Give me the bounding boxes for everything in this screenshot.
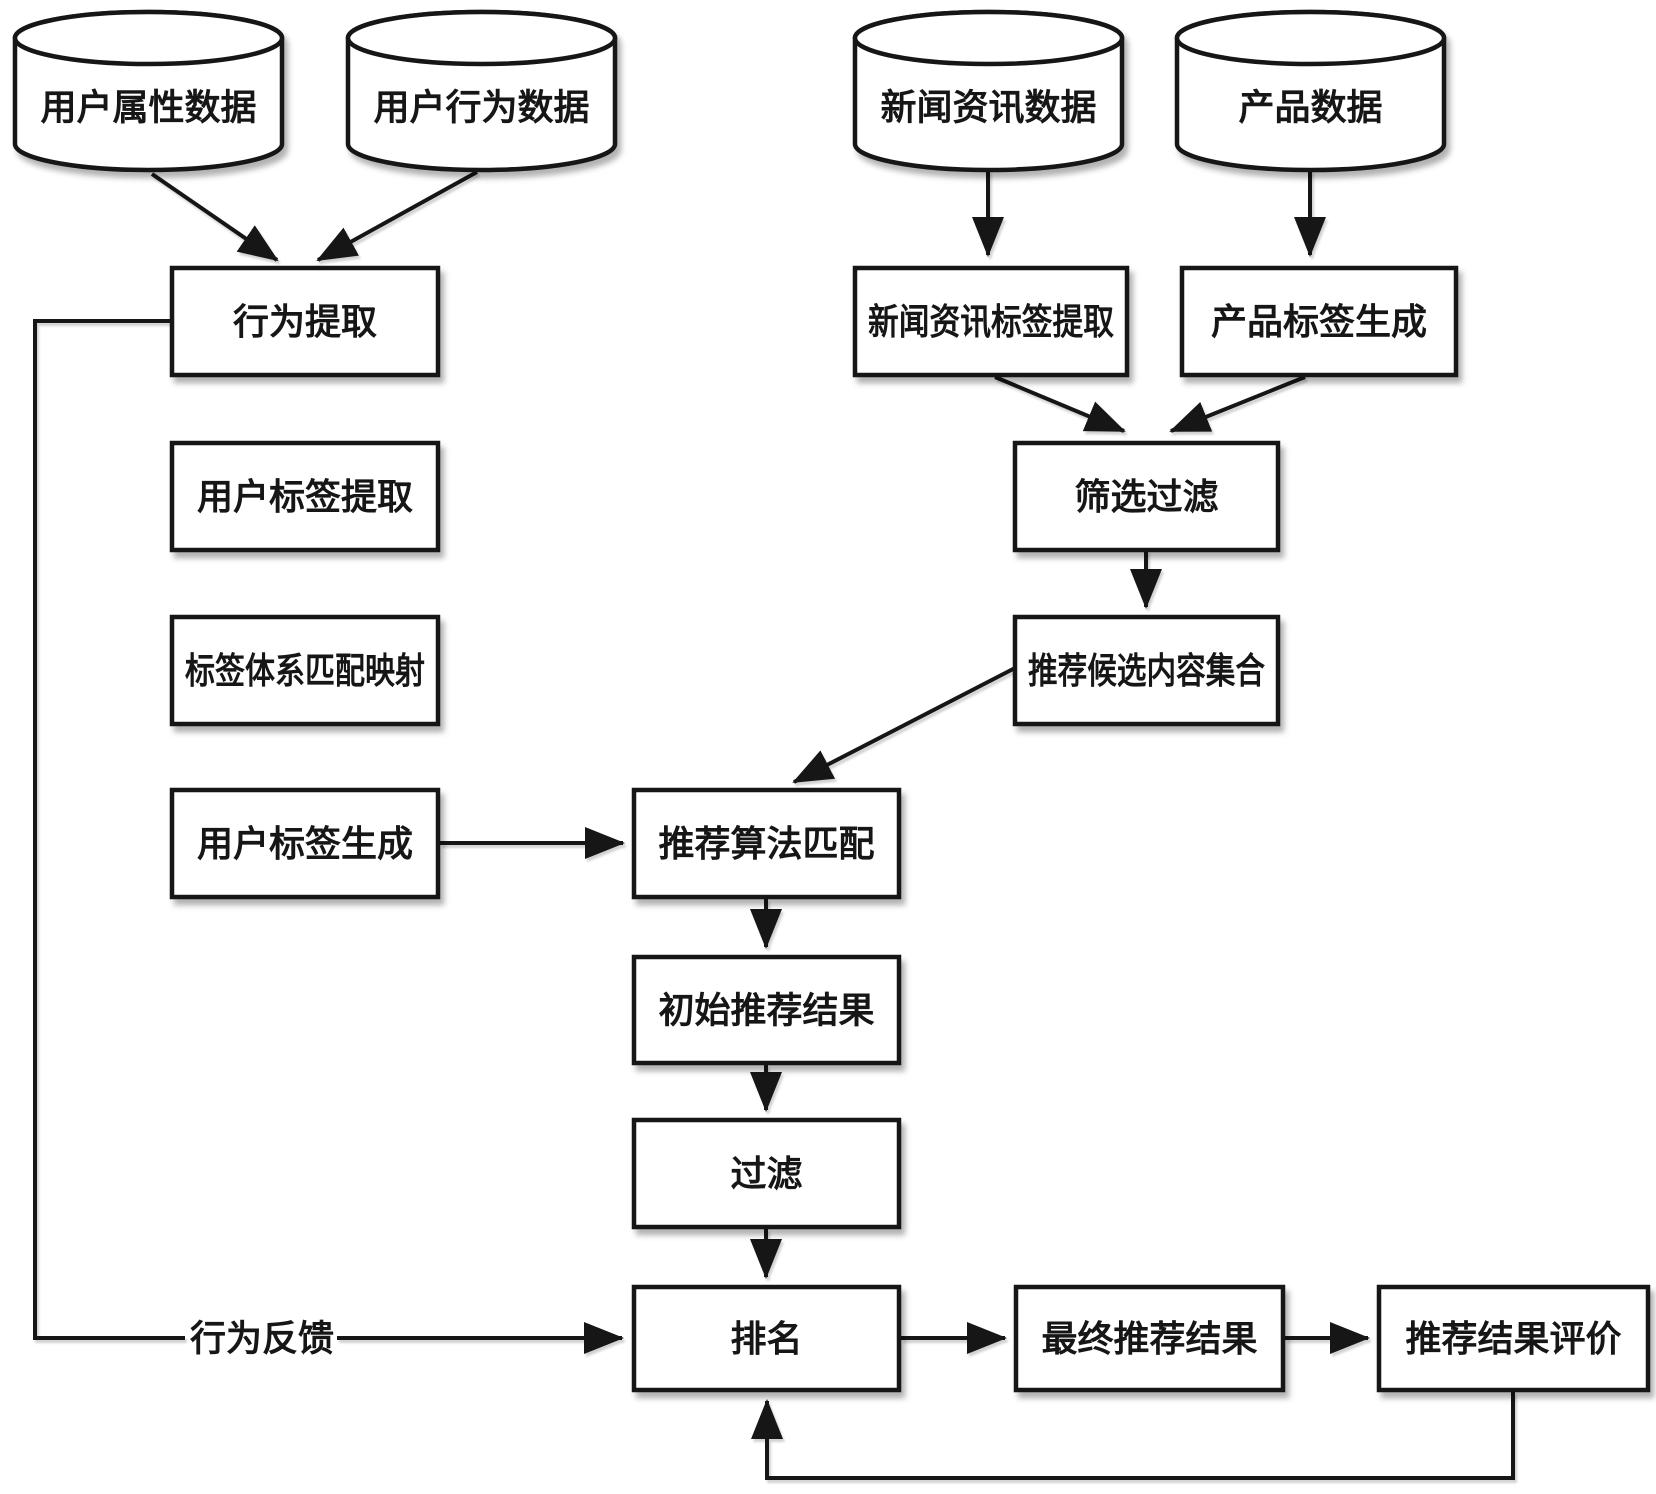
label-product-tag-gen: 产品标签生成 [1211,301,1427,342]
label-algo-match: 推荐算法匹配 [658,823,874,864]
box-behavior-extract [169,265,441,378]
behavior-feedback-label: 行为反馈 [190,1318,334,1359]
edge-behavior-feedback-line [33,319,185,1340]
node-result-eval: 推荐结果评价 [1376,1284,1651,1393]
label-user-tag-extract: 用户标签提取 [197,476,413,517]
box-filter [631,1117,902,1230]
cylinder-top-news-db [852,9,1125,67]
node-algo-match: 推荐算法匹配 [631,787,902,900]
label-initial-result: 初始推荐结果 [658,990,874,1031]
box-final-result [1013,1284,1286,1393]
node-ranking: 排名 [631,1284,902,1393]
label-behavior-extract: 行为提取 [233,301,377,342]
cylinder-top-user-behavior-db [345,9,618,67]
box-candidate-set [1012,614,1281,727]
label-user-tag-gen: 用户标签生成 [197,823,413,864]
box-screen-filter [1012,440,1281,553]
label-filter: 过滤 [730,1153,802,1194]
node-product-db: 产品数据 [1174,9,1447,173]
box-algo-match [631,787,902,900]
box-product-tag-gen [1179,265,1459,378]
label-ranking: 排名 [730,1318,802,1359]
node-screen-filter: 筛选过滤 [1012,440,1281,553]
box-news-tag-extract [852,265,1130,378]
node-behavior-extract: 行为提取 [169,265,441,378]
node-user-attr-db: 用户属性数据 [12,9,285,173]
label-final-result: 最终推荐结果 [1041,1318,1257,1359]
node-candidate-set: 推荐候选内容集合 [1012,614,1281,727]
label-result-eval: 推荐结果评价 [1405,1318,1621,1359]
node-tag-system-map: 标签体系匹配映射 [169,614,441,727]
node-user-tag-extract: 用户标签提取 [169,440,441,553]
label-candidate-set: 推荐候选内容集合 [1028,650,1265,691]
label-user-behavior-db: 用户行为数据 [373,86,589,127]
label-tag-system-map: 标签体系匹配映射 [185,650,425,691]
cylinder-top-product-db [1174,9,1447,67]
edge-eval-feedback-to-ranking [751,1392,1515,1480]
node-filter: 过滤 [631,1117,902,1230]
cylinder-top-user-attr-db [12,9,285,67]
box-tag-system-map [169,614,441,727]
label-screen-filter: 筛选过滤 [1074,476,1218,517]
box-ranking [631,1284,902,1393]
edge-news-tag-to-screen-filter [994,375,1126,433]
label-news-tag-extract: 新闻资讯标签提取 [868,301,1114,342]
label-user-attr-db: 用户属性数据 [40,86,256,127]
edge-product-tag-to-screen-filter [1169,375,1306,433]
node-user-behavior-db: 用户行为数据 [345,9,618,173]
edge-candidate-set-to-algo-match [792,666,1016,784]
node-product-tag-gen: 产品标签生成 [1179,265,1459,378]
edge-user-behavior-to-behavior-extract [316,170,478,262]
edge-user-attr-to-behavior-extract [150,172,279,262]
box-initial-result [631,954,902,1066]
node-user-tag-gen: 用户标签生成 [169,787,441,900]
label-news-db: 新闻资讯数据 [880,86,1096,127]
box-result-eval [1376,1284,1651,1393]
node-news-db: 新闻资讯数据 [852,9,1125,173]
node-final-result: 最终推荐结果 [1013,1284,1286,1393]
box-user-tag-extract [169,440,441,553]
node-news-tag-extract: 新闻资讯标签提取 [852,265,1130,378]
label-product-db: 产品数据 [1238,86,1382,127]
node-initial-result: 初始推荐结果 [631,954,902,1066]
box-user-tag-gen [169,787,441,900]
